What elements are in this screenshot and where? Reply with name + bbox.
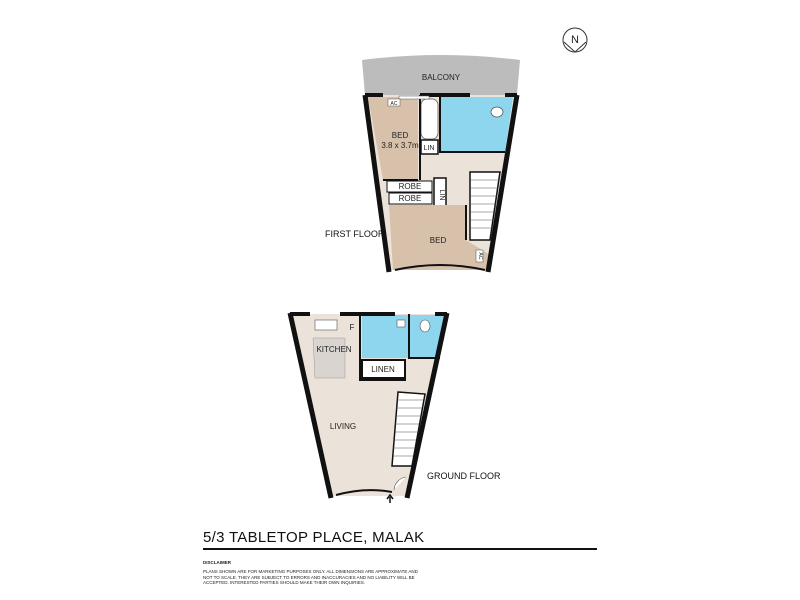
bed2-room bbox=[389, 205, 490, 270]
linen-cupboard bbox=[361, 359, 406, 379]
svg-text:BALCONY: BALCONY bbox=[422, 73, 461, 82]
divider bbox=[203, 548, 597, 550]
svg-text:BED: BED bbox=[392, 131, 409, 140]
svg-text:F: F bbox=[350, 323, 355, 332]
bed2-window bbox=[394, 264, 486, 271]
ground-floor-plan: KITCHEN F LINEN LIVING bbox=[287, 312, 450, 503]
ensuite bbox=[441, 97, 513, 152]
first-floor-label: FIRST FLOOR bbox=[325, 229, 385, 239]
bath-tub bbox=[420, 98, 439, 140]
first-floor-plan: AC AC BALCONY BED 3.8 x 3.7m ROBE ROBE L… bbox=[362, 55, 520, 273]
svg-text:BED: BED bbox=[430, 236, 447, 245]
robe-2 bbox=[388, 192, 433, 205]
svg-text:LIN: LIN bbox=[438, 190, 445, 201]
svg-text:AC: AC bbox=[477, 253, 483, 260]
svg-text:LIN: LIN bbox=[424, 145, 435, 152]
svg-text:AC: AC bbox=[391, 101, 398, 107]
svg-text:3.8 x 3.7m: 3.8 x 3.7m bbox=[381, 141, 419, 150]
wc bbox=[410, 315, 444, 358]
staircase bbox=[469, 171, 501, 241]
disclaimer-text: PLANS SHOWN ARE FOR MARKETING PURPOSES O… bbox=[203, 569, 418, 585]
balcony bbox=[362, 55, 520, 95]
disclaimer-heading: DISCLAIMER bbox=[203, 560, 231, 565]
property-title: 5/3 TABLETOP PLACE, MALAK bbox=[203, 529, 425, 546]
svg-text:ROBE: ROBE bbox=[399, 182, 422, 191]
entry-door bbox=[393, 476, 407, 491]
north-arrow-icon: N bbox=[562, 27, 588, 53]
svg-text:ROBE: ROBE bbox=[399, 194, 422, 203]
svg-text:N: N bbox=[571, 34, 579, 46]
entry-arrow-icon bbox=[386, 493, 394, 503]
svg-text:LINEN: LINEN bbox=[371, 365, 395, 374]
svg-text:KITCHEN: KITCHEN bbox=[316, 345, 351, 354]
ground-floor-label: GROUND FLOOR bbox=[427, 471, 501, 481]
svg-text:LIVING: LIVING bbox=[330, 422, 356, 431]
bed1-room bbox=[368, 97, 418, 180]
kitchen-bench bbox=[312, 337, 346, 379]
